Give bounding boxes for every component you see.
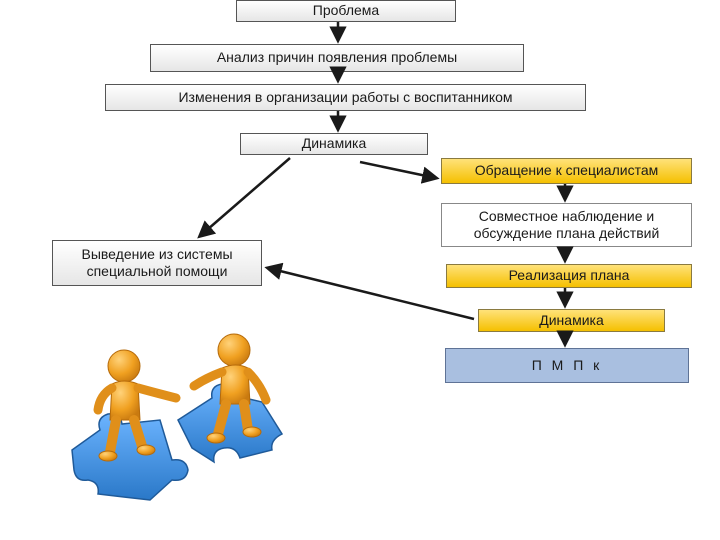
changes-label: Изменения в организации работы с воспита… [178,88,513,105]
puzzle-piece-icon [71,412,189,501]
puzzle-piece-icon [177,383,284,464]
person-3d-icon [93,349,181,462]
arrow-dynamics-to-specialists [359,160,440,184]
exit-line2: специальной помощи [86,263,228,279]
joint-observation-box: Совместное наблюдение и обсуждение плана… [441,203,692,247]
specialists-label: Обращение к специалистам [474,162,659,179]
dynamics-top-box: Динамика [240,133,428,155]
arrow-dynamics-to-exit [197,157,291,239]
joint-observation-line2: обсуждение плана действий [473,225,660,241]
person-3d-icon [189,333,271,444]
joint-observation-line1: Совместное наблюдение и [478,207,655,224]
implementation-box: Реализация плана [446,264,692,288]
dynamics-bottom-label: Динамика [539,311,604,328]
arrow-dynamics-to-exit-return [264,262,475,321]
exit-box: Выведение из системы специальной помощи [52,240,262,286]
implementation-label: Реализация плана [508,267,630,284]
problem-box: Проблема [236,0,456,22]
exit-line1: Выведение из системы [81,245,233,262]
specialists-box: Обращение к специалистам [441,158,692,184]
dynamics-top-label: Динамика [301,135,367,152]
changes-box: Изменения в организации работы с воспита… [105,84,586,111]
pmpk-label: П М П к [531,356,603,373]
problem-label: Проблема [312,2,380,19]
analysis-label: Анализ причин появления проблемы [216,49,458,66]
pmpk-box: П М П к [445,348,689,383]
